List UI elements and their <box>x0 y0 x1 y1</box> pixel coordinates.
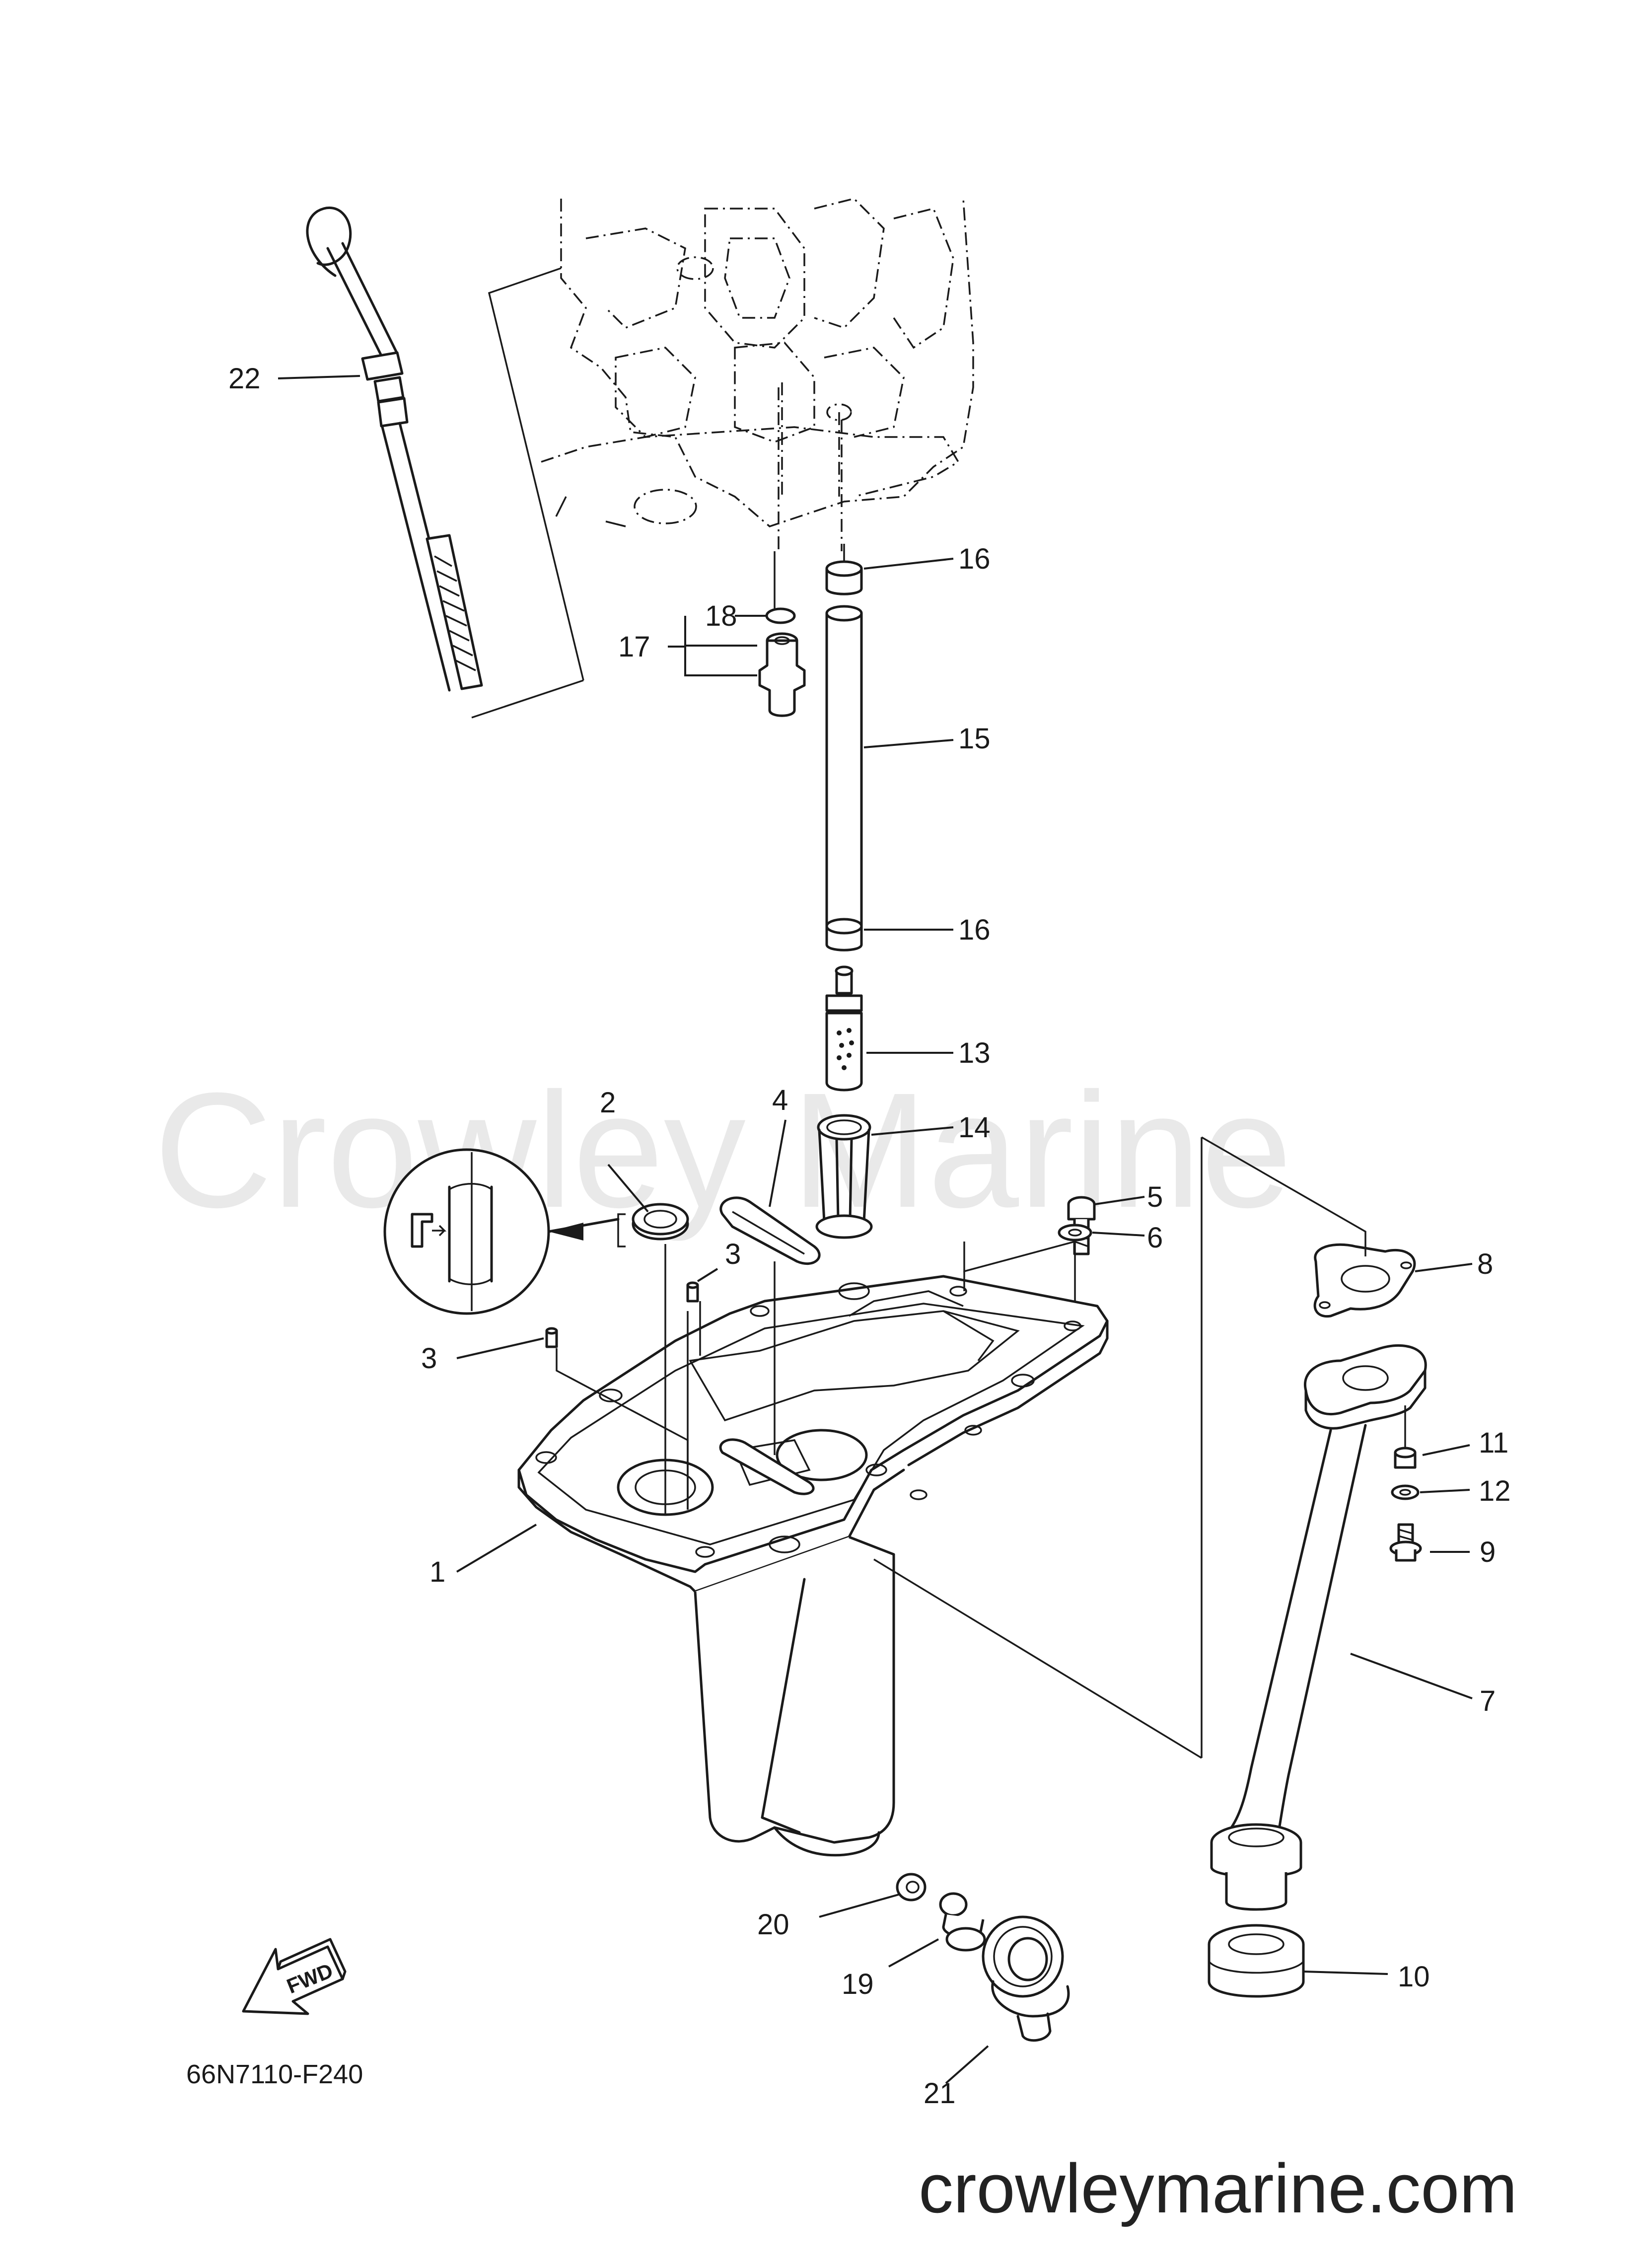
callout-6: 6 <box>1147 1222 1163 1254</box>
drain-gasket-part <box>896 1873 927 1902</box>
callout-2: 2 <box>600 1087 616 1119</box>
watermark-text: Crowley Marine <box>154 1058 1292 1243</box>
callout-labels: 1 2 3 3 4 5 6 7 8 9 10 11 12 13 14 15 16… <box>228 363 1511 2110</box>
callout-14: 14 <box>958 1111 991 1144</box>
drain-plug-part <box>939 1892 986 1952</box>
forward-direction-arrow: FWD <box>242 1938 347 2015</box>
callout-16b: 16 <box>958 914 991 946</box>
callout-3b: 3 <box>421 1342 437 1375</box>
callout-17: 17 <box>618 631 650 663</box>
callout-13: 13 <box>958 1037 991 1069</box>
dowel-pin-a-part <box>686 1281 699 1303</box>
rubber-seal-part <box>1208 1924 1305 1998</box>
callout-15: 15 <box>958 723 991 755</box>
callout-1: 1 <box>429 1556 445 1588</box>
assembly-lines <box>556 544 1406 1759</box>
fitting-part <box>758 632 806 717</box>
engine-dipstick-bracket-lines <box>471 267 584 719</box>
callout-10: 10 <box>1398 1961 1430 1993</box>
label-leaders <box>278 375 1473 2084</box>
dipstick-part <box>306 207 483 692</box>
callout-3a: 3 <box>725 1238 741 1270</box>
callout-20: 20 <box>757 1908 789 1941</box>
dowel-pin-b-part <box>545 1327 558 1348</box>
callout-4: 4 <box>772 1084 788 1116</box>
callout-7: 7 <box>1480 1685 1496 1717</box>
grommet-top-part <box>825 560 863 595</box>
drain-grommet-part <box>982 1915 1070 2042</box>
callout-19: 19 <box>842 1968 874 2000</box>
exhaust-guide-oilpan-part <box>517 1275 1109 1857</box>
oil-seal-part <box>632 1203 689 1241</box>
oil-tube-part <box>825 605 863 943</box>
filter-cage-part <box>815 1114 873 1239</box>
callout-5: 5 <box>1147 1181 1163 1213</box>
diagram-code: 66N7110-F240 <box>186 2059 363 2089</box>
engine-block-outline <box>541 198 974 551</box>
callout-22: 22 <box>228 363 261 395</box>
washer-small-part <box>1391 1484 1420 1500</box>
website-url[interactable]: crowleymarine.com <box>919 2149 1517 2227</box>
callout-16a: 16 <box>958 543 991 575</box>
oring-part <box>765 607 796 624</box>
flange-bolt-part <box>1389 1523 1422 1562</box>
strainer-gasket-part <box>719 1196 821 1265</box>
callout-21: 21 <box>924 2077 956 2110</box>
collar-part <box>1394 1447 1417 1469</box>
washer-part <box>1058 1224 1092 1242</box>
pipe-gasket-part <box>1313 1243 1416 1318</box>
callout-8: 8 <box>1477 1248 1493 1280</box>
callout-11: 11 <box>1479 1427 1508 1459</box>
callout-9: 9 <box>1480 1536 1496 1568</box>
callout-18: 18 <box>705 600 737 632</box>
oil-strainer-part <box>825 965 863 1092</box>
exhaust-pipe-part <box>1210 1344 1427 1911</box>
callout-12: 12 <box>1479 1475 1511 1507</box>
grommet-bottom-part <box>825 918 863 951</box>
detail-inset <box>383 1148 626 1315</box>
